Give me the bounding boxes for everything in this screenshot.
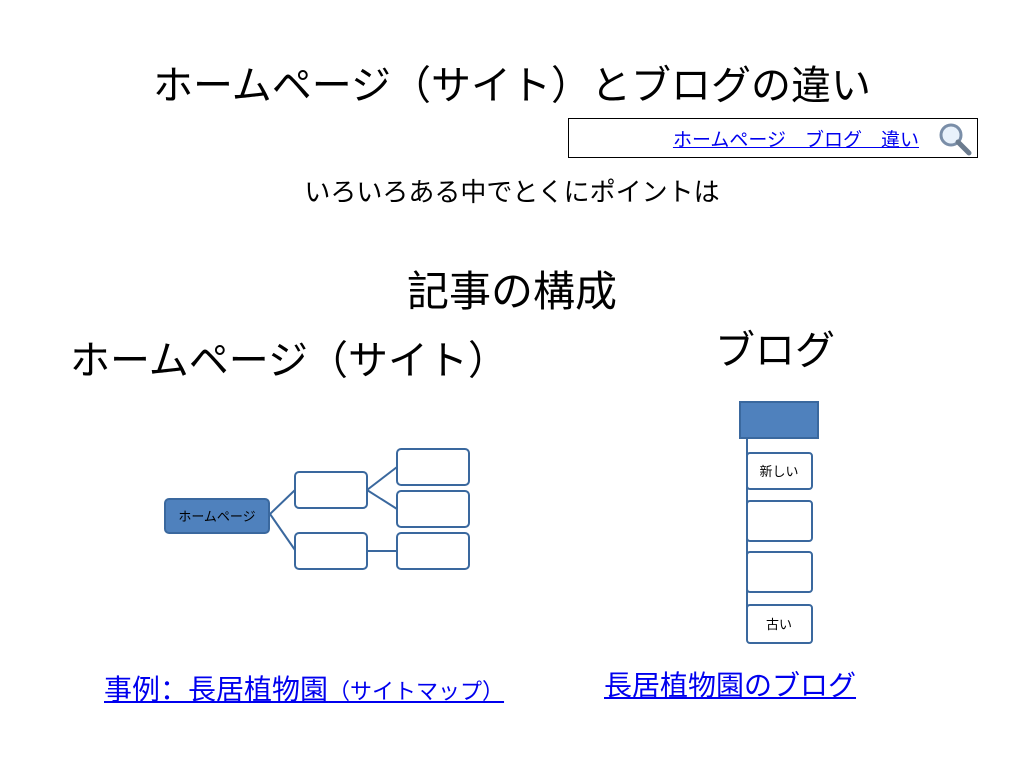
example-link-main: 事例：長居植物園 bbox=[104, 673, 329, 706]
section-title: 記事の構成 bbox=[406, 267, 617, 316]
search-box[interactable]: ホームページ ブログ 違い bbox=[568, 118, 978, 158]
tree-level2-node-3 bbox=[396, 532, 470, 570]
tree-level2-node-2 bbox=[396, 490, 470, 528]
blog-post-new-label: 新しい bbox=[759, 464, 798, 480]
tree-root-node bbox=[164, 498, 270, 534]
page-title: ホームページ（サイト）とブログの違い bbox=[153, 63, 871, 109]
blog-header-block bbox=[739, 401, 819, 439]
blog-example-link[interactable]: 長居植物園のブログ bbox=[604, 669, 857, 702]
tree-level1-node-2 bbox=[294, 532, 368, 570]
site-tree-diagram: ホームページ bbox=[164, 448, 470, 570]
blog-post-1 bbox=[746, 452, 813, 490]
magnifier-icon[interactable] bbox=[937, 121, 973, 157]
blog-post-4 bbox=[746, 604, 813, 644]
subtitle: いろいろある中でとくにポイントは bbox=[304, 178, 720, 208]
example-sitemap-link[interactable]: 事例：長居植物園（サイトマップ） bbox=[104, 668, 504, 708]
search-query-link[interactable]: ホームページ ブログ 違い bbox=[672, 129, 919, 151]
tree-level2-node-1 bbox=[396, 448, 470, 486]
blog-post-old-label: 古い bbox=[766, 618, 792, 633]
homepage-heading: ホームページ（サイト） bbox=[70, 338, 508, 384]
blog-post-2 bbox=[746, 500, 813, 542]
blog-heading: ブログ bbox=[715, 328, 835, 374]
tree-level1-node-1 bbox=[294, 471, 368, 509]
blog-post-3 bbox=[746, 551, 813, 593]
tree-root-label: ホームページ bbox=[178, 510, 255, 525]
example-link-sub: （サイトマップ） bbox=[328, 680, 505, 705]
blog-timeline-diagram: 新しい 古い bbox=[739, 401, 819, 644]
